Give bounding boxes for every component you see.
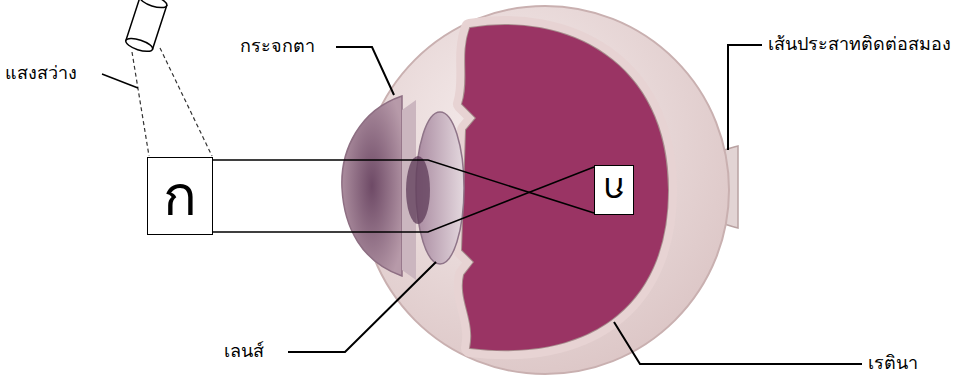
pupil [406, 156, 430, 224]
light-ray-line [213, 167, 594, 232]
part-label: เส้นประสาทติดต่อสมอง [768, 33, 951, 55]
leader-line [614, 322, 862, 364]
cornea [342, 96, 402, 276]
part-label: แสงสว่าง [5, 62, 77, 84]
leader-line [336, 47, 394, 95]
light-ray [132, 52, 149, 156]
retina-line [462, 25, 668, 350]
letter-text: ก [163, 165, 197, 227]
sclera-wall [462, 25, 668, 350]
letter-text: ก [603, 170, 625, 210]
light-ray-line [213, 160, 594, 213]
eyeball [361, 6, 729, 374]
part-label: กระจกตา [240, 35, 315, 57]
part-label: เรตินา [868, 352, 918, 374]
leader-line [728, 45, 762, 150]
image-box: ก [594, 165, 634, 215]
part-label: เลนส์ [224, 340, 264, 362]
vitreous-interior [462, 25, 668, 350]
leader-line [102, 74, 138, 88]
image-box: ก [147, 157, 213, 235]
light-ray [160, 48, 212, 156]
leader-line [288, 262, 436, 352]
flashlight [124, 0, 168, 54]
